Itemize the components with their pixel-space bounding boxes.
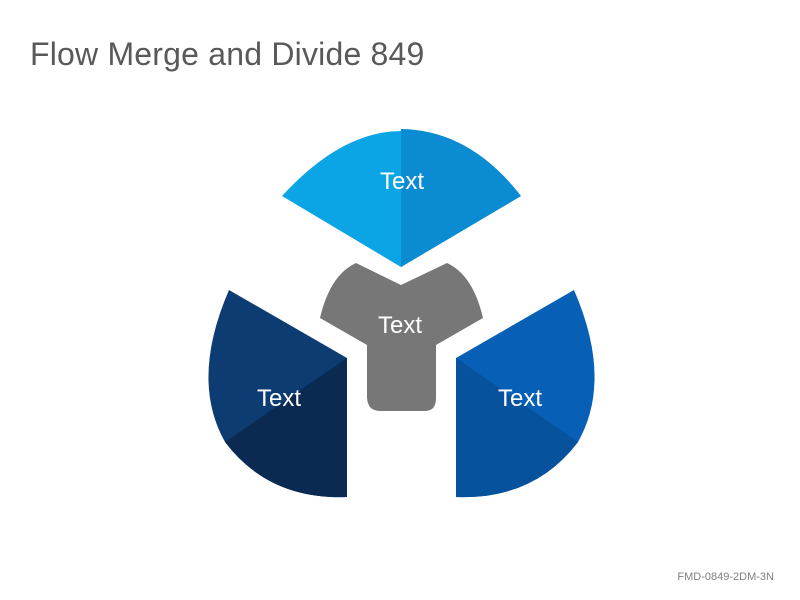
segment-top-shade xyxy=(401,129,521,267)
segment-left-label: Text xyxy=(257,385,301,412)
segment-left[interactable]: Text xyxy=(208,290,347,498)
segment-left-shade xyxy=(225,358,347,498)
segment-top-label: Text xyxy=(380,168,424,195)
center-node[interactable]: Text xyxy=(320,263,483,411)
center-node-label: Text xyxy=(378,312,422,339)
segment-right-label: Text xyxy=(498,385,542,412)
slide-title: Flow Merge and Divide 849 xyxy=(30,36,425,72)
segment-top[interactable]: Text xyxy=(282,129,521,267)
segment-right[interactable]: Text xyxy=(456,290,595,498)
segment-right-shade xyxy=(456,358,578,498)
center-node-body xyxy=(320,263,483,411)
slide-code: FMD-0849-2DM-3N xyxy=(677,571,774,583)
